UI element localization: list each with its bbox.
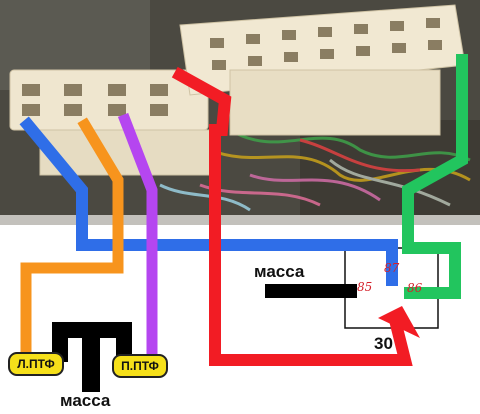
wire-blue (19, 116, 398, 286)
ground-wire-relay (265, 284, 357, 298)
wire-red-arrowhead (378, 306, 420, 338)
wire-purple (117, 112, 158, 364)
pin-30-label: 30 (374, 334, 393, 353)
wire-green (402, 54, 468, 299)
left-fog-lamp-icon: Л.ПТФ (8, 352, 64, 376)
relay-ground-label: масса (254, 262, 305, 281)
wire-orange (20, 117, 124, 364)
right-fog-lamp-icon: П.ПТФ (112, 354, 168, 378)
wire-red (171, 66, 413, 366)
connector-block-right-icon (179, 4, 466, 136)
pin-87-label: 87 (384, 261, 400, 275)
pin-86-label: 86 (407, 281, 423, 295)
pin-85-label: 85 (357, 280, 373, 294)
lamps-ground-label: масса (60, 391, 111, 410)
